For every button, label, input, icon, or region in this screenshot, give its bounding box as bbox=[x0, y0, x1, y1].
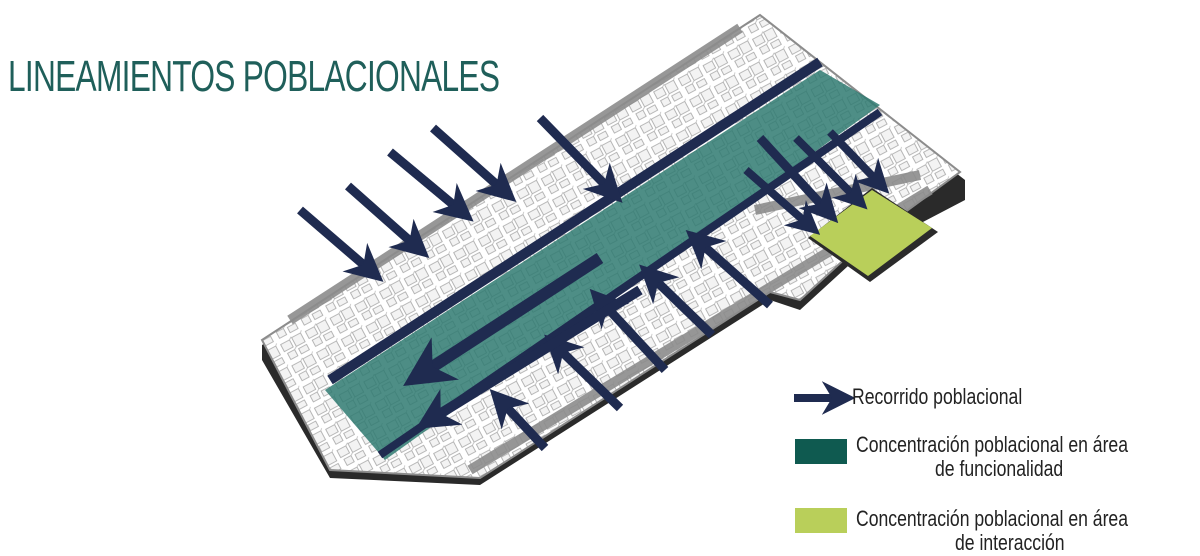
flow-arrow bbox=[430, 124, 517, 203]
legend-dark-green-swatch bbox=[795, 439, 847, 464]
flow-arrow bbox=[345, 182, 430, 259]
flow-arrow bbox=[489, 388, 549, 452]
flow-arrow bbox=[544, 334, 624, 412]
page-title: LINEAMIENTOS POBLACIONALES bbox=[8, 52, 500, 101]
legend-label-interaccion-line2: de interacción bbox=[955, 530, 1065, 555]
main-flow-arrow bbox=[403, 252, 604, 386]
legend-label-funcionalidad-line1: Concentración poblacional en área bbox=[856, 432, 1129, 457]
legend-label-interaccion-line1: Concentración poblacional en área bbox=[856, 506, 1129, 531]
legend-label-funcionalidad-line2: de funcionalidad bbox=[935, 456, 1064, 481]
flow-arrow bbox=[297, 206, 384, 282]
flow-arrow bbox=[685, 229, 773, 309]
flow-arrow bbox=[387, 148, 474, 222]
interaction-area bbox=[808, 188, 938, 282]
main-flow-arrow bbox=[415, 285, 643, 429]
flow-arrow bbox=[793, 135, 868, 210]
flow-arrow bbox=[639, 264, 716, 339]
functional-area-band bbox=[325, 70, 880, 460]
flow-arrow bbox=[536, 114, 623, 203]
legend-light-green-swatch bbox=[795, 508, 847, 533]
population-flow-arrows bbox=[297, 114, 890, 452]
main-axis-left bbox=[327, 57, 823, 385]
flow-arrow bbox=[743, 166, 821, 235]
flow-arrow bbox=[756, 134, 839, 224]
flow-arrow bbox=[827, 129, 890, 194]
legend-label-recorrido: Recorrido poblacional bbox=[852, 384, 1023, 409]
